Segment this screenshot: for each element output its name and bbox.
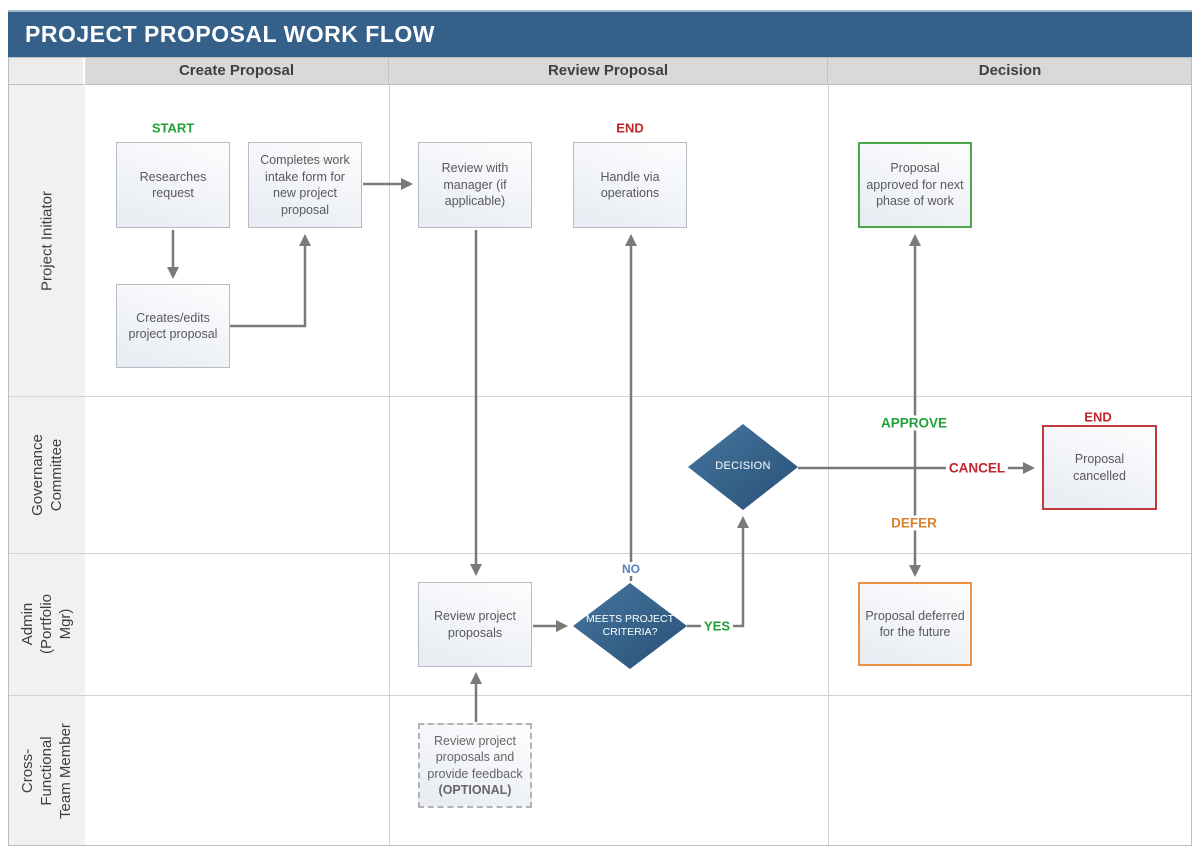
title-bar: PROJECT PROPOSAL WORK FLOW — [8, 10, 1192, 57]
column-header-decision: Decision — [828, 57, 1192, 85]
node-researches-request: Researches request — [116, 142, 230, 228]
start-label: START — [151, 120, 195, 136]
header-corner-cell — [8, 57, 85, 85]
lane-governance-committee: Governance Committee — [8, 396, 85, 553]
meets-criteria-diamond — [573, 583, 687, 669]
meets-criteria-diamond-label: MEETS PROJECT CRITERIA? — [585, 612, 675, 638]
node-creates-edits-proposal: Creates/edits project proposal — [116, 284, 230, 368]
end-label-operations: END — [616, 120, 644, 136]
lane-project-initiator: Project Initiator — [8, 85, 85, 396]
lane-divider-3 — [8, 695, 1192, 696]
column-header-create-proposal: Create Proposal — [85, 57, 389, 85]
decision-diamond-label: DECISION — [715, 460, 771, 473]
cancel-branch-label: CANCEL — [945, 460, 1009, 476]
node-proposal-deferred: Proposal deferred for the future — [858, 582, 972, 666]
lane-divider-2 — [8, 553, 1192, 554]
no-branch-label: NO — [619, 562, 643, 576]
lane-cross-functional-team-member: Cross- Functional Team Member — [8, 695, 85, 846]
node-proposal-cancelled: Proposal cancelled — [1042, 425, 1157, 510]
node-handle-via-operations: Handle via operations — [573, 142, 687, 228]
node-review-project-proposals: Review project proposals — [418, 582, 532, 667]
node-proposal-approved: Proposal approved for next phase of work — [858, 142, 972, 228]
decision-diamond — [688, 424, 798, 510]
column-divider-2 — [828, 85, 829, 846]
page-title: PROJECT PROPOSAL WORK FLOW — [25, 21, 435, 47]
feedback-label: Review project proposals and provide fee… — [427, 733, 523, 781]
arrow-creates-edits-to-completes — [230, 233, 312, 328]
lane-admin-portfolio-mgr: Admin (Portfolio Mgr) — [8, 553, 85, 695]
end-label-cancelled: END — [1084, 409, 1112, 425]
node-completes-work-intake-form: Completes work intake form for new proje… — [248, 142, 362, 228]
defer-branch-label: DEFER — [888, 515, 940, 531]
node-review-with-manager: Review with manager (if applicable) — [418, 142, 532, 228]
feedback-optional-label: (OPTIONAL) — [438, 783, 512, 797]
column-header-review-proposal: Review Proposal — [389, 57, 828, 85]
arrow-criteria-yes-to-decision — [687, 515, 750, 628]
column-divider-1 — [389, 85, 390, 846]
approve-branch-label: APPROVE — [877, 415, 951, 431]
yes-branch-label: YES — [700, 618, 734, 634]
node-review-feedback-optional: Review project proposals and provide fee… — [418, 723, 532, 808]
lane-divider-1 — [8, 396, 1192, 397]
